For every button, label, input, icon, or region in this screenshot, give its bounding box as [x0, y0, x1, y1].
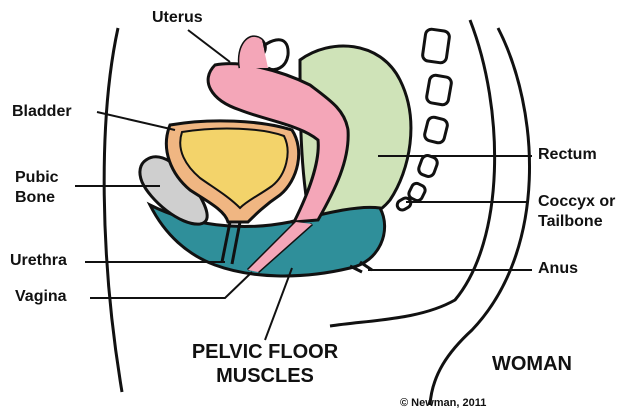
label-coccyx: Coccyx or Tailbone	[538, 192, 615, 232]
credit-text: © Newman, 2011	[400, 393, 486, 413]
label-vagina: Vagina	[15, 287, 67, 307]
label-uterus: Uterus	[152, 8, 203, 28]
leader-bladder	[97, 112, 175, 130]
label-pubic-bone: Pubic Bone	[15, 168, 59, 208]
vertebra	[423, 116, 448, 144]
leader-pelvic-floor	[265, 268, 292, 340]
vertebra	[422, 28, 450, 63]
vertebra	[426, 74, 453, 105]
label-pelvic-floor-muscles: PELVIC FLOOR MUSCLES	[180, 340, 350, 388]
leader-uterus	[188, 30, 230, 62]
vertebra	[417, 154, 439, 178]
label-urethra: Urethra	[10, 251, 67, 271]
coccyx-vertebra	[395, 196, 412, 212]
label-anus: Anus	[538, 259, 578, 279]
label-bladder: Bladder	[12, 102, 72, 122]
leader-vagina	[90, 272, 252, 298]
label-woman: WOMAN	[492, 352, 572, 376]
label-rectum: Rectum	[538, 145, 597, 165]
front-body-outline	[104, 28, 122, 392]
